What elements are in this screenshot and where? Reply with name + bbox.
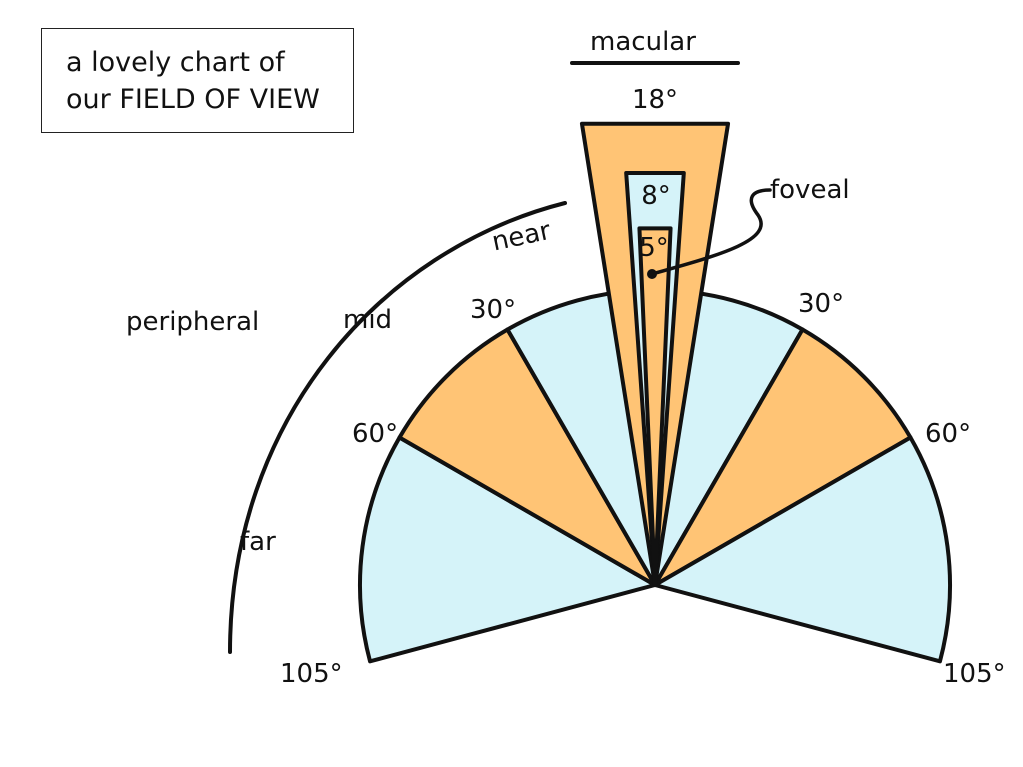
title-box: a lovely chart of our FIELD OF VIEW — [41, 28, 354, 133]
label-30-left: 30° — [470, 295, 516, 325]
label-60-right: 60° — [925, 419, 971, 449]
wedge-outer-orange — [397, 327, 657, 587]
label-near: near — [489, 216, 553, 258]
wedge-outer-blue — [358, 435, 657, 664]
label-105-right: 105° — [943, 659, 1006, 689]
label-60-left: 60° — [352, 419, 398, 449]
label-macular: macular — [590, 27, 696, 57]
label-mid: mid — [343, 305, 392, 335]
wedge-outer-orange — [653, 327, 913, 587]
label-foveal: foveal — [770, 175, 850, 205]
label-105-left: 105° — [280, 659, 343, 689]
label-8-deg: 8° — [641, 181, 671, 211]
wedges — [358, 121, 952, 664]
foveal-leader-line — [650, 188, 772, 276]
label-peripheral: peripheral — [126, 307, 259, 337]
label-18-deg: 18° — [632, 85, 678, 115]
label-far: far — [240, 527, 276, 557]
title-line-1: a lovely chart of — [66, 47, 285, 78]
wedge-outer-blue — [653, 435, 952, 664]
peripheral-arc — [228, 201, 567, 654]
title-line-2: our FIELD OF VIEW — [66, 84, 320, 115]
foveal-dot — [647, 269, 657, 279]
label-5-deg: 5° — [639, 233, 669, 263]
label-30-right: 30° — [798, 289, 844, 319]
wedge-foveal-orange — [637, 226, 673, 587]
